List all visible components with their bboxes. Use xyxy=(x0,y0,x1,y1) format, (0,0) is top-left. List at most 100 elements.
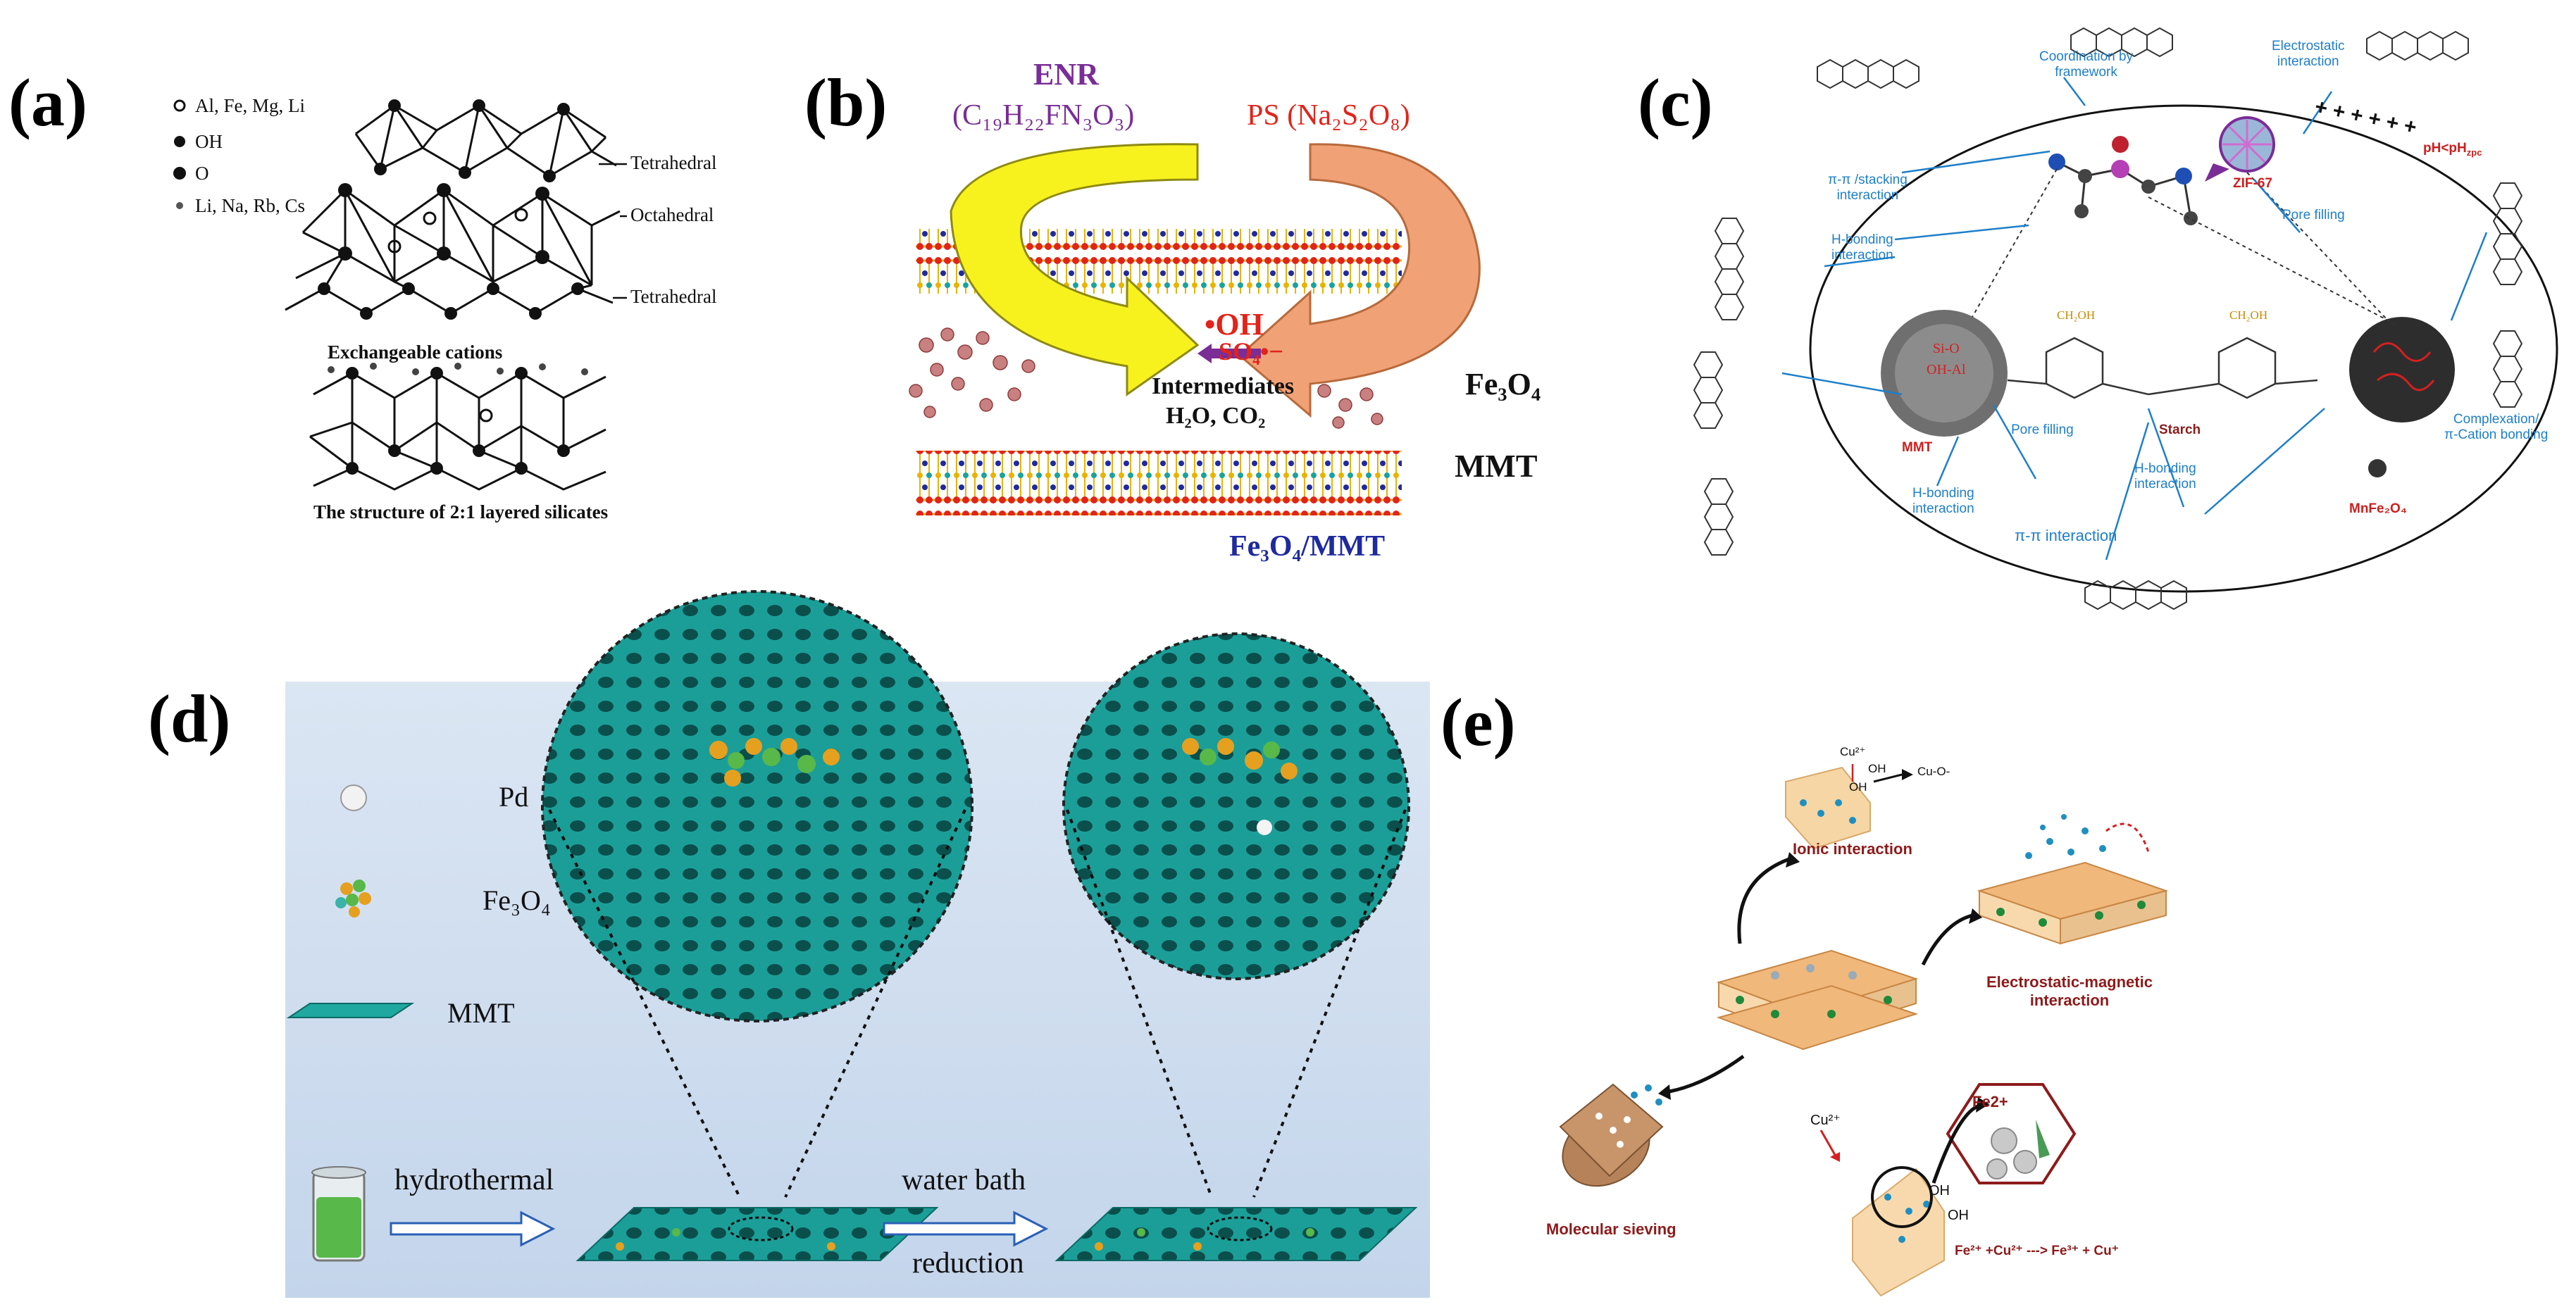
center-slab xyxy=(1716,949,1919,1051)
legend-al-fe-mg-li: Al, Fe, Mg, Li xyxy=(195,95,306,116)
mmt-sheet-2 xyxy=(1054,1207,1418,1261)
enr-formula: (C₁₉H₂₂FN₃O₃) xyxy=(952,99,1135,132)
h-bonding-left-line1: H-bonding xyxy=(1831,232,1893,247)
adsorbent-boundary xyxy=(1809,104,2558,593)
electrostatic-label: Electrostatic interaction xyxy=(2272,39,2344,70)
starch-label: Starch xyxy=(2159,423,2201,437)
intermediates-label: Intermediates xyxy=(1152,373,1295,399)
fe2-label: Fe2+ xyxy=(1972,1093,2008,1110)
panel-a-caption: The structure of 2:1 layered silicates xyxy=(313,501,609,523)
h-bonding-left-label: H-bonding interaction xyxy=(1831,232,1893,263)
ps-curved-arrow xyxy=(1238,143,1481,418)
mmt-layer-bottom xyxy=(916,451,1402,515)
hydrothermal-label: hydrothermal xyxy=(394,1164,554,1196)
ph-subscript: zpc xyxy=(2466,146,2482,158)
mmt-legend-icon xyxy=(286,1003,415,1018)
reduction-label: reduction xyxy=(912,1247,1024,1279)
mmt-surface-groups: Si-O OH-Al xyxy=(1927,338,1966,380)
h-bonding-bottom-left-label: H-bonding interaction xyxy=(1912,486,1974,517)
panel-e-letter: (e) xyxy=(1441,684,1516,760)
ch2oh-label-1: CH₂OH xyxy=(2057,308,2096,322)
magnified-view-1 xyxy=(541,590,973,1022)
pore-filling-bottom-label: Pore filling xyxy=(2011,423,2074,437)
pd-legend-icon xyxy=(340,784,367,811)
mnfe2o4-sem-image xyxy=(2349,317,2455,423)
fe-cu-reaction-label: Fe²⁺ +Cu²⁺ ---> Fe³⁺ + Cu⁺ xyxy=(1955,1244,2119,1258)
panel-b-letter: (b) xyxy=(804,65,888,140)
pi-pi-interaction-label: π-π interaction xyxy=(2015,527,2117,544)
pi-stacking-line1: π-π /stacking xyxy=(1828,173,1908,187)
mmt-label: MMT xyxy=(1455,448,1538,484)
electrostatic-magnetic-line1: Electrostatic-magnetic xyxy=(1986,973,2153,991)
composite-label: Fe₃O₄/MMT xyxy=(1229,530,1386,563)
complexation-line2: π-Cation bonding xyxy=(2444,427,2549,442)
pore-filling-top-label: Pore filling xyxy=(2282,208,2345,223)
label-tetrahedral-top: Tetrahedral xyxy=(630,152,717,173)
fe3o4-label: Fe₃O₄ xyxy=(1465,367,1541,401)
pi-stacking-label: π-π /stacking interaction xyxy=(1828,173,1908,204)
so4-radical: SO₄•− xyxy=(1219,337,1283,365)
legend-oh: OH xyxy=(195,131,223,152)
beaker-icon xyxy=(311,1166,366,1262)
pi-stacking-line2: interaction xyxy=(1836,188,1899,203)
fe3o4-legend-label: Fe₃O₄ xyxy=(483,884,551,916)
legend-li-na-rb-cs: Li, Na, Rb, Cs xyxy=(195,195,306,216)
electrostatic-magnetic-label: Electrostatic-magnetic interaction xyxy=(1986,973,2153,1010)
oh-so4-arrow xyxy=(1212,349,1261,358)
oh-label-1: OH xyxy=(1849,780,1867,794)
ch2oh-label-2: CH₂OH xyxy=(2229,308,2268,322)
mmt-sheet-1 xyxy=(575,1207,939,1261)
electrostatic-magnetic-line2: interaction xyxy=(2029,991,2110,1009)
ionic-interaction-label: Ionic interaction xyxy=(1793,840,1912,858)
water-bath-label: water bath xyxy=(902,1164,1026,1196)
complexation-label: Complexation/ π-Cation bonding xyxy=(2444,412,2548,443)
ionic-block xyxy=(1785,766,1871,850)
complexation-line1: Complexation/ xyxy=(2453,412,2539,427)
oh-label-3: OH xyxy=(1929,1183,1950,1199)
label-exchangeable-cations: Exchangeable cations xyxy=(328,342,503,363)
electrostatic-slab xyxy=(1977,814,2169,945)
ph-zpc-label: pH<pHzpc xyxy=(2423,141,2482,158)
cu2-top-label: Cu²⁺ xyxy=(1840,745,1866,758)
h-bonding-b-line2: interaction xyxy=(2134,477,2196,492)
water-bath-arrow xyxy=(883,1210,1049,1247)
cu2-bottom-label: Cu²⁺ xyxy=(1810,1113,1841,1128)
enr-name: ENR xyxy=(1033,57,1099,92)
coordination-line1: Coordination by xyxy=(2039,49,2134,64)
ph-label: pH<pH xyxy=(2423,141,2467,156)
h-bonding-bottom-label: H-bonding interaction xyxy=(2134,461,2196,492)
mmt-c-label: MMT xyxy=(1902,440,1933,455)
oh-al-label: OH-Al xyxy=(1927,362,1966,377)
oh-radical: •OH xyxy=(1205,307,1264,342)
legend-o: O xyxy=(195,163,209,184)
panel-a-letter: (a) xyxy=(8,65,87,140)
molecular-sieving-label: Molecular sieving xyxy=(1546,1220,1676,1238)
panel-c-letter: (c) xyxy=(1638,65,1713,140)
oh-label-2: OH xyxy=(1868,762,1886,775)
products-label: H₂O, CO₂ xyxy=(1166,403,1266,429)
cu-o-label: Cu-O- xyxy=(1917,765,1950,778)
zif67-label: ZIF-67 xyxy=(2233,176,2272,191)
h-bonding-left-line2: interaction xyxy=(1831,248,1893,263)
hydrothermal-arrow xyxy=(390,1210,556,1247)
label-tetrahedral-bottom: Tetrahedral xyxy=(630,286,717,307)
oh-label-4: OH xyxy=(1948,1208,1969,1223)
si-o-label: Si-O xyxy=(1932,341,1960,356)
molecular-sieve-cylinder xyxy=(1559,1083,1664,1187)
electrostatic-line1: Electrostatic xyxy=(2272,39,2345,54)
electrostatic-line2: interaction xyxy=(2277,54,2339,69)
h-bonding-bl-line2: interaction xyxy=(1912,501,1974,516)
bottom-layered-block xyxy=(1852,1168,1945,1297)
h-bonding-bl-line1: H-bonding xyxy=(1912,486,1974,501)
ps-formula: PS (Na₂S₂O₈) xyxy=(1247,99,1410,132)
enr-curved-arrow xyxy=(950,143,1200,396)
coordination-line2: framework xyxy=(2055,65,2117,80)
panel-d-letter: (d) xyxy=(148,681,231,756)
label-octahedral: Octahedral xyxy=(630,204,714,225)
